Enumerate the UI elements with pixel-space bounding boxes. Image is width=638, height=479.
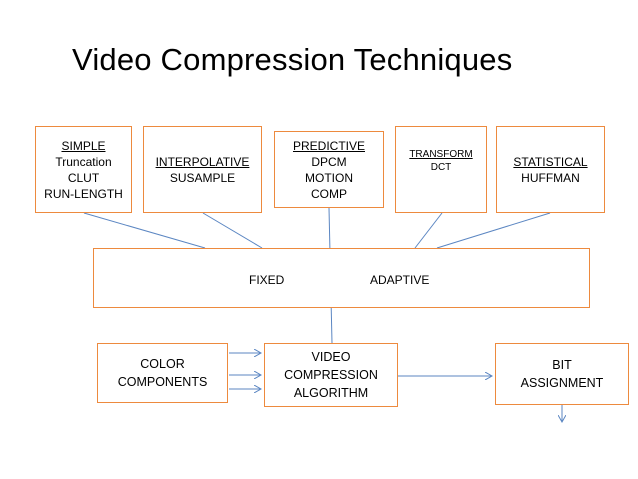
predictive-box: PREDICTIVE DPCM MOTION COMP bbox=[274, 131, 384, 208]
bit-assignment-box: BIT ASSIGNMENT bbox=[495, 343, 629, 405]
transform-heading: TRANSFORM bbox=[409, 149, 473, 160]
algorithm-line2: COMPRESSION bbox=[284, 368, 378, 382]
algorithm-box: VIDEO COMPRESSION ALGORITHM bbox=[264, 343, 398, 407]
color-components-line1: COLOR bbox=[140, 357, 185, 371]
color-components-line2: COMPONENTS bbox=[117, 375, 208, 389]
diagram-title: Video Compression Techniques bbox=[72, 42, 513, 77]
predictive-heading: PREDICTIVE bbox=[292, 138, 365, 153]
interpolative-heading: INTERPOLATIVE bbox=[155, 154, 250, 169]
transform-item-dct: DCT bbox=[430, 162, 452, 173]
simple-heading: SIMPLE bbox=[61, 138, 106, 153]
transform-box: TRANSFORM DCT bbox=[395, 126, 487, 213]
color-components-box: COLOR COMPONENTS bbox=[97, 343, 228, 403]
transform-to-mode-line bbox=[414, 212, 443, 249]
bit-assignment-line1: BIT bbox=[552, 358, 572, 372]
adaptive-label: ADAPTIVE bbox=[370, 273, 430, 287]
simple-item-truncation: Truncation bbox=[55, 154, 112, 169]
simple-item-run-length: RUN-LENGTH bbox=[44, 186, 123, 201]
interpolative-to-mode-line bbox=[202, 212, 263, 249]
statistical-box: STATISTICAL HUFFMAN bbox=[496, 126, 605, 213]
simple-item-clut: CLUT bbox=[67, 170, 100, 185]
predictive-item-comp: COMP bbox=[311, 186, 347, 201]
statistical-item-huffman: HUFFMAN bbox=[521, 170, 580, 185]
predictive-item-dpcm: DPCM bbox=[311, 154, 347, 169]
mode-box bbox=[93, 248, 590, 308]
interpolative-box: INTERPOLATIVE SUSAMPLE bbox=[143, 126, 262, 213]
fixed-label: FIXED bbox=[249, 273, 285, 287]
simple-to-mode-line bbox=[83, 212, 206, 249]
simple-box: SIMPLE Truncation CLUT RUN-LENGTH bbox=[35, 126, 132, 213]
algorithm-line1: VIDEO bbox=[311, 350, 351, 364]
statistical-to-mode-line bbox=[436, 212, 551, 249]
predictive-item-motion: MOTION bbox=[305, 170, 353, 185]
algorithm-line3: ALGORITHM bbox=[293, 386, 369, 400]
statistical-heading: STATISTICAL bbox=[513, 154, 588, 169]
bit-assignment-line2: ASSIGNMENT bbox=[520, 376, 604, 390]
interpolative-item-susample: SUSAMPLE bbox=[169, 170, 236, 185]
